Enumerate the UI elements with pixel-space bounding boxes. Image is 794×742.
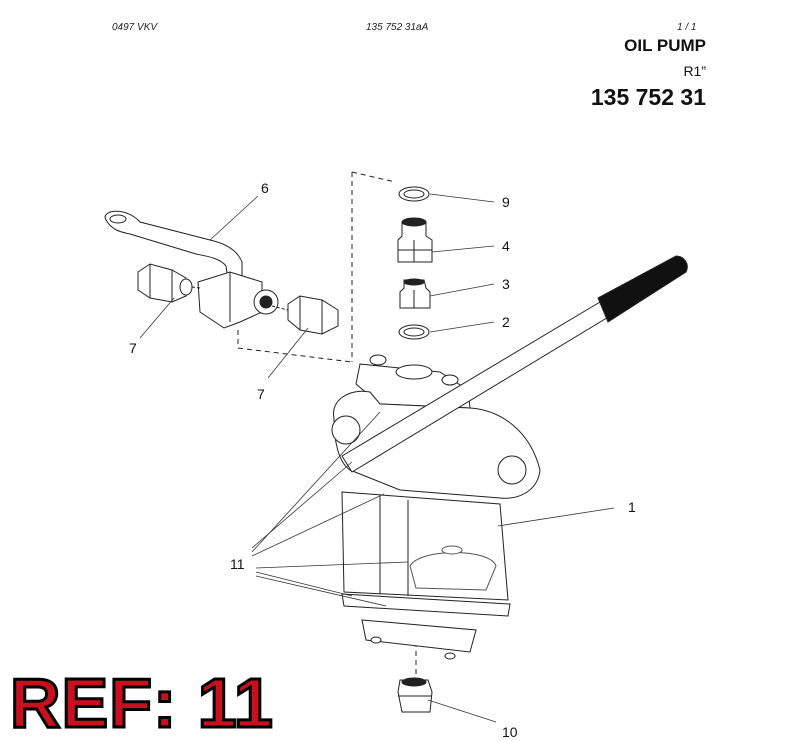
callout-7-right: 7 [257, 386, 265, 402]
callout-9: 9 [502, 194, 510, 210]
part-number: 135 752 31 [590, 84, 706, 110]
product-title: OIL PUMP [624, 36, 706, 55]
part-9-washer [398, 186, 430, 202]
callout-11: 11 [230, 556, 245, 572]
page-indicator: 1 / 1 [677, 22, 697, 33]
assembly-dashed-lines [237, 171, 417, 676]
callout-1: 1 [628, 499, 636, 515]
callout-10: 10 [502, 724, 518, 740]
part-4-nipple [397, 217, 433, 263]
callout-4: 4 [502, 238, 510, 254]
part-6-valve [104, 210, 279, 329]
part-7-fitting-left [137, 263, 201, 303]
part-3-nipple [399, 278, 431, 309]
callout-2: 2 [502, 314, 510, 330]
part-2-washer [398, 324, 430, 340]
leader-lines [139, 193, 615, 723]
pump-lever-handle [341, 255, 688, 473]
part-7-fitting-right [271, 295, 339, 335]
reference-badge: REF: 11 [9, 664, 275, 742]
document-code: 135 752 31aA [366, 22, 429, 33]
callout-6: 6 [261, 180, 269, 196]
date-code: 0497 VKV [112, 22, 158, 33]
callout-3: 3 [502, 276, 510, 292]
part-10-drain-fitting [397, 677, 433, 713]
callout-7-left: 7 [129, 340, 137, 356]
product-size: R1” [683, 63, 706, 79]
part-1-pump-body [331, 354, 541, 660]
